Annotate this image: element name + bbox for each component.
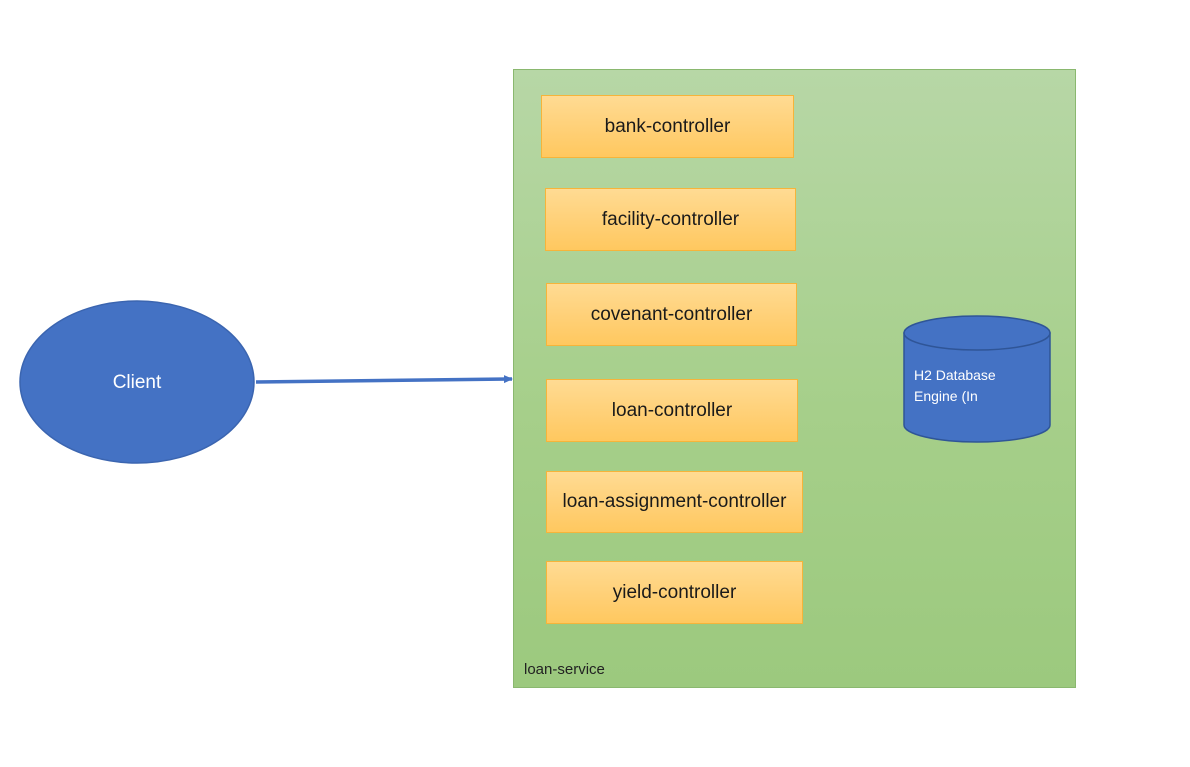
loan-service-label: loan-service xyxy=(524,661,605,678)
database-label-line1: H2 Database xyxy=(914,367,996,383)
yield-controller-box: yield-controller xyxy=(546,561,803,624)
covenant-controller-box: covenant-controller xyxy=(546,283,797,346)
bank-controller-box: bank-controller xyxy=(541,95,794,158)
database-cylinder xyxy=(903,315,1051,443)
client-ellipse xyxy=(19,300,255,464)
loan-assignment-controller-box: loan-assignment-controller xyxy=(546,471,803,533)
database-label-line2: Engine (In xyxy=(914,388,978,404)
facility-controller-box: facility-controller xyxy=(545,188,796,251)
client-to-service-arrow xyxy=(255,375,513,384)
loan-controller-box: loan-controller xyxy=(546,379,798,442)
client-label: Client xyxy=(112,371,162,393)
database-label: H2 Database Engine (In xyxy=(914,365,1044,407)
